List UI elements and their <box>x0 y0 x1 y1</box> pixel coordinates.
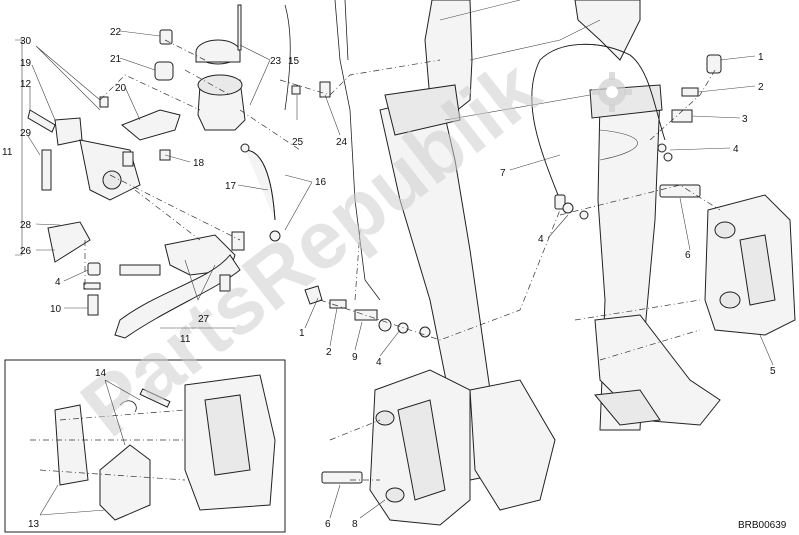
callout-3: 3 <box>742 114 748 125</box>
callout-23: 23 <box>270 56 282 67</box>
callout-15: 15 <box>288 56 300 67</box>
leader-lines <box>15 30 774 519</box>
callout-4-hose: 4 <box>538 234 544 245</box>
brake-caliper-right <box>659 184 796 336</box>
assembly-lines <box>30 39 721 481</box>
callout-19: 19 <box>20 58 32 69</box>
callout-7: 7 <box>500 168 506 179</box>
callout-4-left: 4 <box>55 277 61 288</box>
callout-2-right: 2 <box>758 82 764 93</box>
brake-pads-inset <box>4 359 286 533</box>
callout-5: 5 <box>770 366 776 377</box>
callout-labels: 30 19 12 11 29 28 26 4 10 22 21 20 18 23… <box>2 27 776 530</box>
brake-line <box>334 0 381 301</box>
callout-20: 20 <box>115 83 127 94</box>
callout-11-center: 11 <box>180 334 191 345</box>
callout-27: 27 <box>198 314 210 325</box>
banjo-fittings-right <box>657 54 722 162</box>
callout-12: 12 <box>20 79 32 90</box>
callout-8: 8 <box>352 519 358 530</box>
brake-caliper-center <box>321 369 471 526</box>
callout-13: 13 <box>28 519 40 530</box>
callout-14: 14 <box>95 368 107 379</box>
brake-lever <box>27 96 245 339</box>
callout-26: 26 <box>20 246 32 257</box>
callout-16: 16 <box>315 177 327 188</box>
front-fork <box>379 0 721 511</box>
callout-4-center: 4 <box>376 357 382 368</box>
callout-29: 29 <box>20 128 32 139</box>
master-cylinder <box>121 4 291 242</box>
callout-2-center: 2 <box>326 347 332 358</box>
callout-6-right: 6 <box>685 250 691 261</box>
callout-1-right: 1 <box>758 52 764 63</box>
callout-1-center: 1 <box>299 328 305 339</box>
callout-11-left: 11 <box>2 147 13 158</box>
callout-10: 10 <box>50 304 62 315</box>
gear-icon <box>592 72 632 112</box>
drawing-code: BRB00639 <box>738 520 787 531</box>
callout-25: 25 <box>292 137 304 148</box>
callout-4-right: 4 <box>733 144 739 155</box>
callout-22: 22 <box>110 27 122 38</box>
callout-6-lower: 6 <box>325 519 331 530</box>
brake-hose-right <box>531 43 666 220</box>
callout-17: 17 <box>225 181 237 192</box>
callout-28: 28 <box>20 220 32 231</box>
callout-18: 18 <box>193 158 205 169</box>
callout-21: 21 <box>110 54 122 65</box>
callout-9: 9 <box>352 352 358 363</box>
callout-24: 24 <box>336 137 348 148</box>
callout-30: 30 <box>20 36 32 47</box>
